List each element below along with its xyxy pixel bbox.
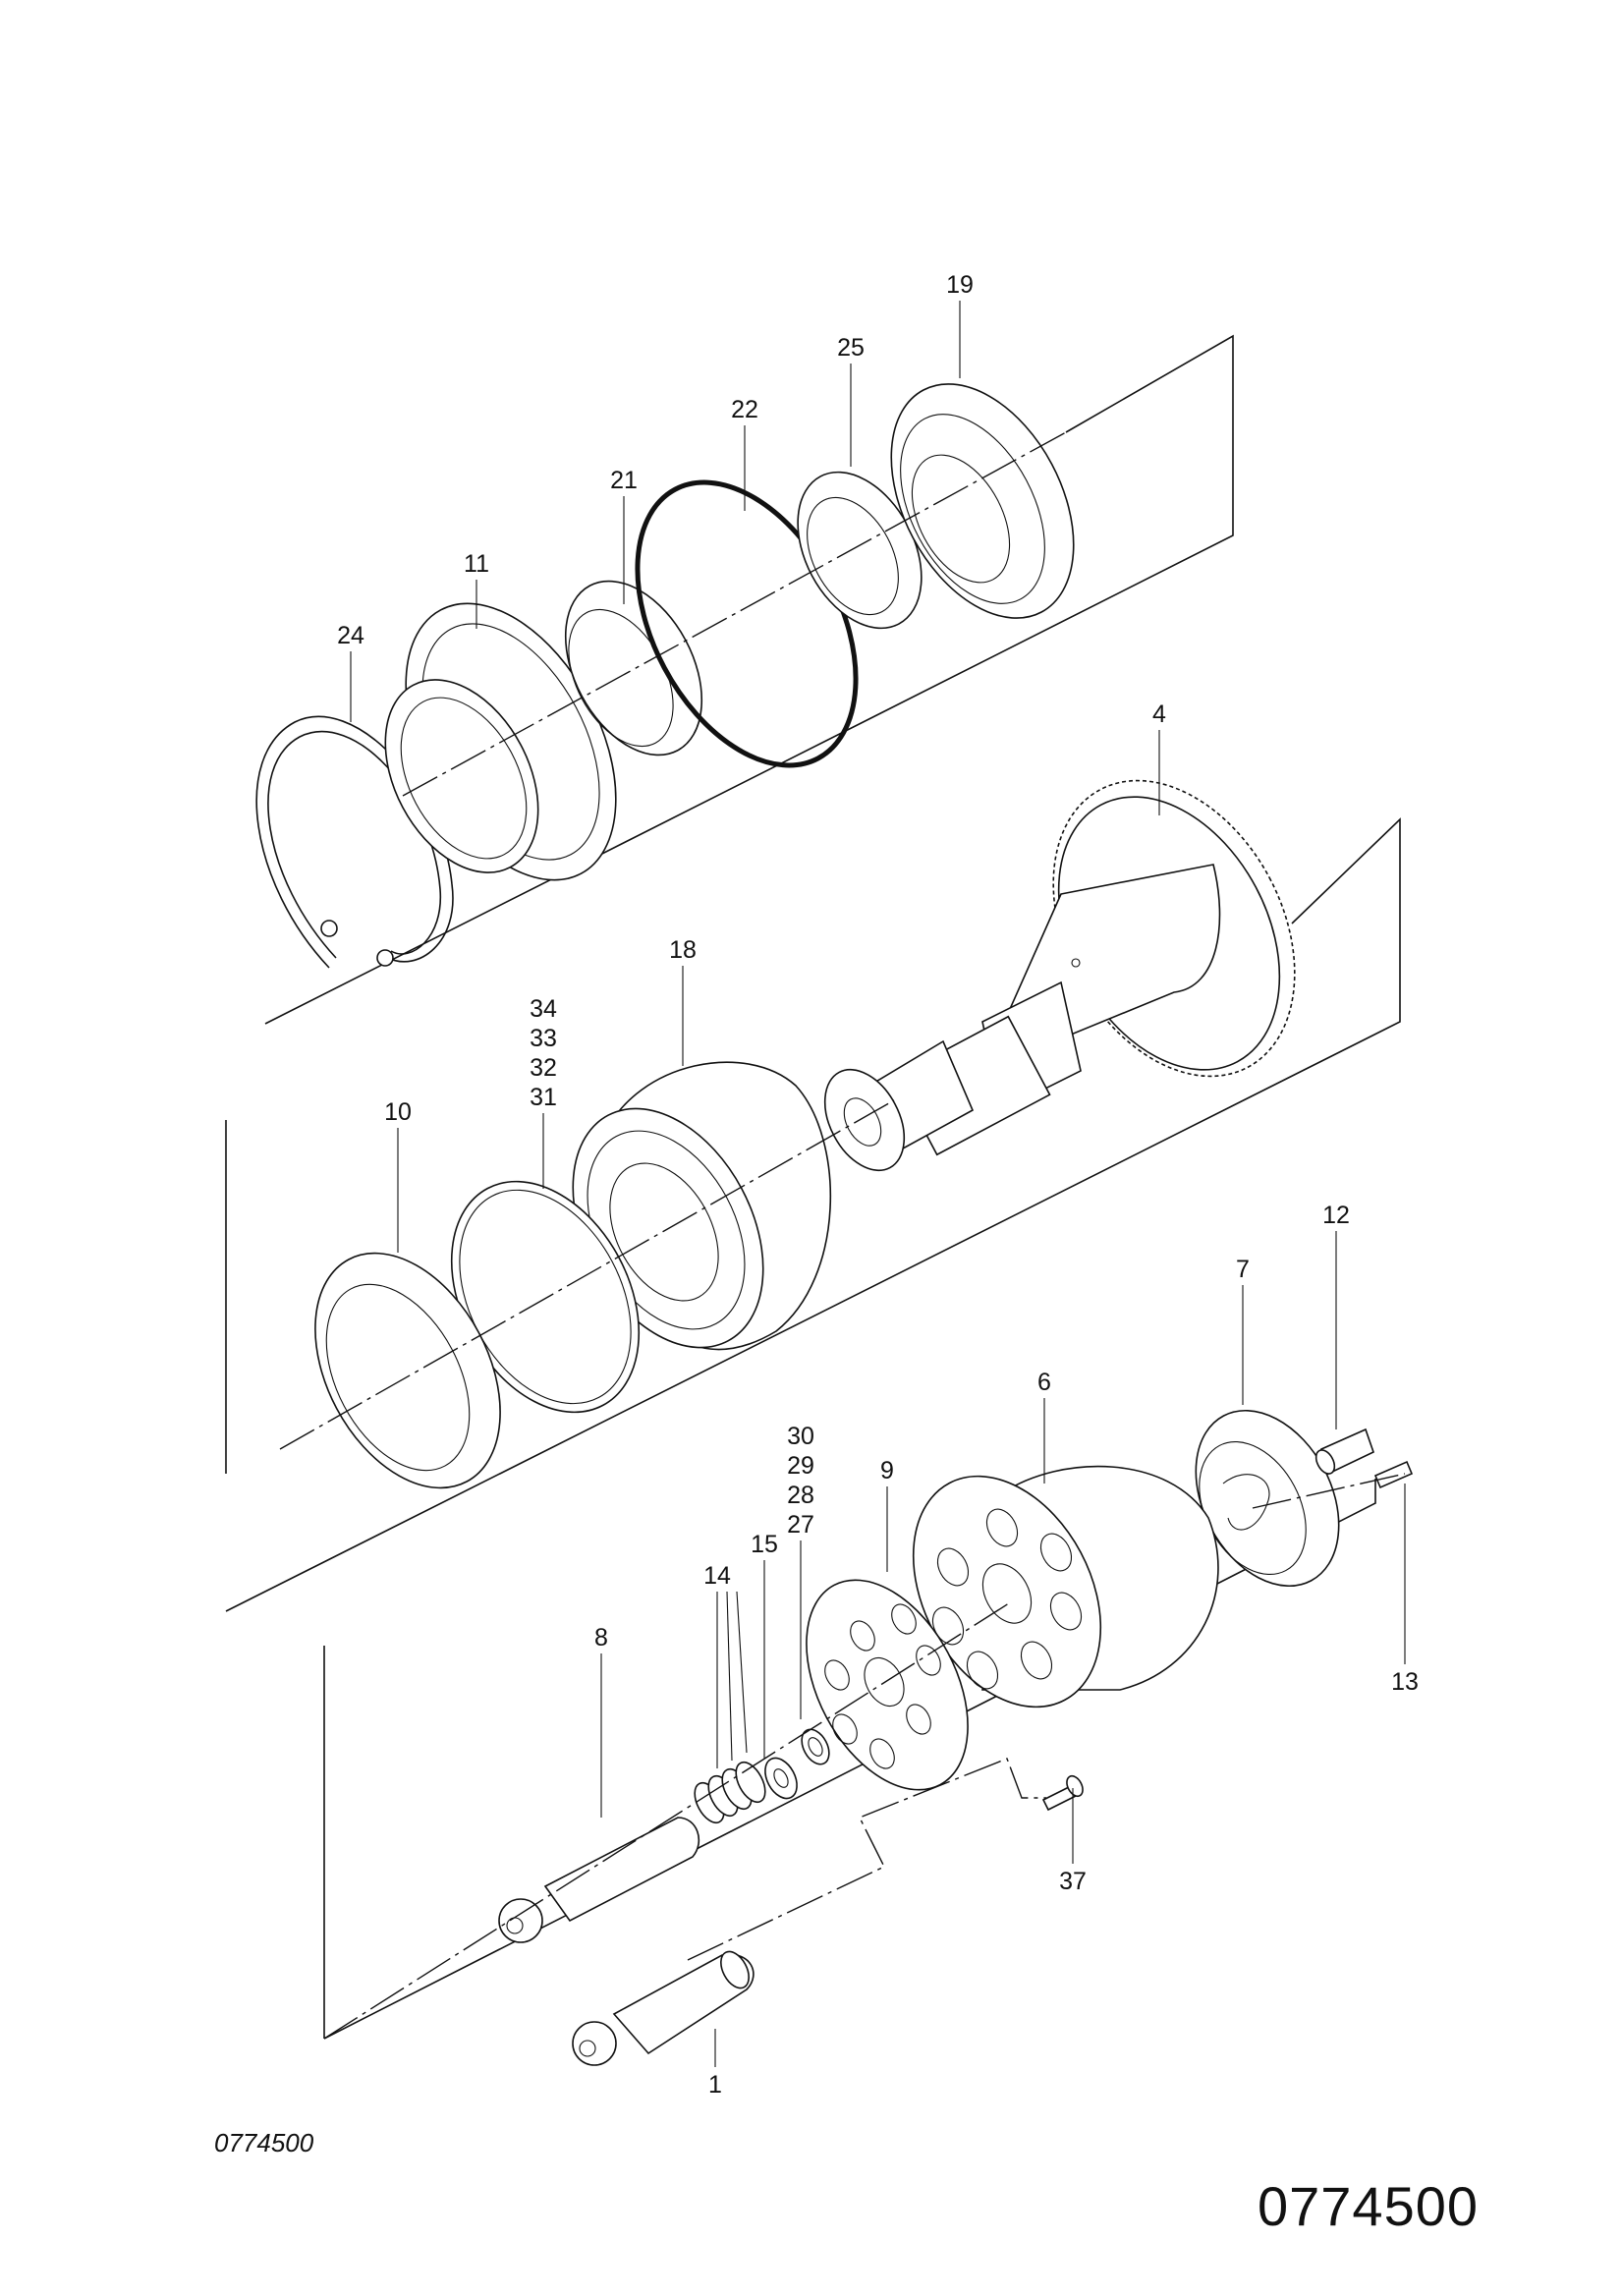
callout-labels: 1467891011121314151819212224253734333231… <box>337 271 1419 2099</box>
callout-27: 27 <box>787 1511 814 1539</box>
leader-14b <box>726 1591 733 1762</box>
oil-seal-21 <box>564 580 703 756</box>
spring-pin-13 <box>1373 1460 1414 1489</box>
top-centerline <box>402 431 1067 797</box>
drawing-code-large: 0774500 <box>1258 2175 1479 2237</box>
piston-1 <box>572 1950 755 2066</box>
callout-33: 33 <box>530 1025 557 1052</box>
callout-19: 19 <box>946 271 974 299</box>
callout-37: 37 <box>1059 1868 1087 1895</box>
callout-7: 7 <box>1236 1256 1250 1283</box>
washers-27-30 <box>801 1728 830 1765</box>
callout-14: 14 <box>703 1562 731 1590</box>
bolt-37 <box>1041 1774 1084 1812</box>
piston-offset-line <box>687 1758 1046 1961</box>
callout-11: 11 <box>464 550 489 578</box>
callout-6: 6 <box>1037 1369 1051 1396</box>
callout-32: 32 <box>530 1054 557 1082</box>
pin-centerline <box>1252 1473 1406 1509</box>
gear-shaft-4 <box>823 779 1296 1172</box>
leader-14c <box>736 1591 748 1754</box>
bearing-19 <box>890 383 1075 619</box>
callout-4: 4 <box>1152 700 1166 728</box>
callout-22: 22 <box>731 396 758 423</box>
callout-1: 1 <box>708 2071 722 2099</box>
callout-15: 15 <box>751 1531 778 1558</box>
shims-31-34 <box>450 1180 641 1414</box>
callout-9: 9 <box>880 1457 894 1484</box>
callout-24: 24 <box>337 622 364 649</box>
callout-29: 29 <box>787 1452 814 1480</box>
middle-centerline <box>279 1099 895 1450</box>
callout-8: 8 <box>594 1624 608 1652</box>
callout-25: 25 <box>837 334 865 362</box>
seal-holder-11 <box>384 602 617 881</box>
drawing-code-small: 0774500 <box>214 2128 314 2157</box>
callout-28: 28 <box>787 1482 814 1509</box>
callout-10: 10 <box>384 1098 412 1126</box>
callout-18: 18 <box>669 936 697 964</box>
callout-13: 13 <box>1391 1668 1419 1696</box>
cylinder-block-6 <box>912 1465 1219 1708</box>
pin-12 <box>1314 1428 1374 1476</box>
callout-12: 12 <box>1322 1202 1350 1229</box>
callout-31: 31 <box>530 1084 557 1111</box>
callout-30: 30 <box>787 1423 814 1450</box>
bottom-centerline <box>323 1600 1013 2040</box>
callout-21: 21 <box>610 467 638 494</box>
callout-34: 34 <box>530 995 557 1023</box>
seal-ring-10 <box>314 1252 501 1489</box>
springs-14 <box>694 1761 766 1824</box>
spacer-15 <box>764 1757 798 1800</box>
circlip-24 <box>255 715 454 969</box>
spherical-bush-8 <box>498 1817 700 1943</box>
